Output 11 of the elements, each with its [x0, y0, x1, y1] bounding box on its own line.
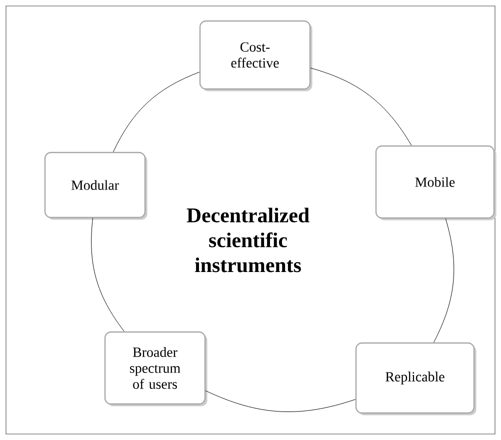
rounded-box: Broader spectrum of users	[104, 331, 208, 406]
rounded-box: Cost-effective	[199, 20, 312, 92]
circle-arc	[205, 390, 356, 412]
rounded-box: Mobile	[375, 145, 496, 220]
center-title: Decentralized scientific instruments	[186, 208, 310, 272]
rounded-box: Modular	[44, 152, 148, 220]
circle-arc	[310, 68, 412, 146]
rounded-box: Replicable	[355, 342, 476, 416]
circle-arc	[113, 72, 200, 152]
circle-arc	[434, 218, 454, 343]
circle-arc	[91, 218, 124, 332]
